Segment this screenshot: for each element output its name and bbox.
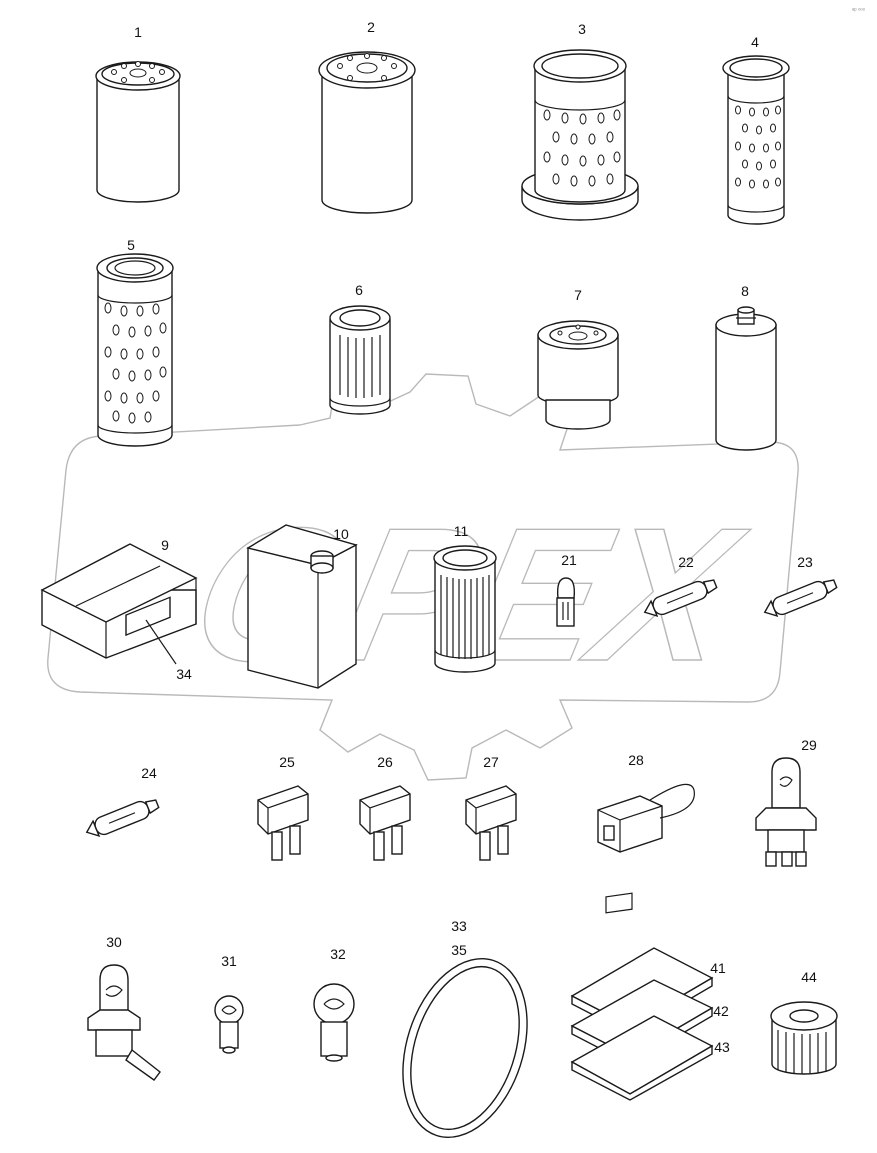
part-1-spin-on-filter: [95, 61, 181, 203]
part-23-festoon-bulb: [763, 579, 838, 617]
part-25-blade-fuse: [257, 785, 309, 861]
callout-4: 4: [751, 34, 759, 50]
callout-31: 31: [221, 953, 237, 969]
part-27-blade-fuse: [465, 785, 517, 861]
callout-35: 35: [451, 942, 467, 958]
part-9-box: [40, 543, 198, 659]
callout-labels: 1 2 3 4 5 6 7 8 9 10 11 21 22 23 34 24 2…: [106, 19, 817, 1055]
callout-44: 44: [801, 969, 817, 985]
part-2-spin-on-filter: [318, 51, 416, 214]
part-22-festoon-bulb: [643, 579, 718, 617]
part-26-blade-fuse: [359, 785, 411, 861]
callout-25: 25: [279, 754, 295, 770]
part-10-container: [246, 524, 358, 689]
part-8-breather-canister: [715, 306, 777, 451]
part-5-perforated-cartridge: [96, 253, 174, 447]
callout-34-leader: [145, 619, 177, 665]
callout-8: 8: [741, 283, 749, 299]
callout-21: 21: [561, 552, 577, 568]
callout-6: 6: [355, 282, 363, 298]
callout-26: 26: [377, 754, 393, 770]
part-33-drive-belt: [402, 957, 528, 1139]
callout-23: 23: [797, 554, 813, 570]
part-3-perforations: [543, 109, 621, 187]
part-5-perforations: [104, 302, 167, 424]
callout-30: 30: [106, 934, 122, 950]
callout-2: 2: [367, 19, 375, 35]
callout-29: 29: [801, 737, 817, 753]
callout-28: 28: [628, 752, 644, 768]
watermark-gear-outline: [47, 373, 799, 781]
callout-10: 10: [333, 526, 349, 542]
part-24-festoon-bulb: [85, 799, 160, 837]
part-44-filter-element: [770, 1001, 838, 1075]
part-6-pleated-element: [329, 305, 391, 415]
callout-7: 7: [574, 287, 582, 303]
callout-3: 3: [578, 21, 586, 37]
part-31-bayonet-bulb: [214, 995, 244, 1054]
callout-24: 24: [141, 765, 157, 781]
part-11-pleated-element: [433, 545, 497, 673]
part-3-perforated-cartridge: [521, 49, 639, 221]
callout-32: 32: [330, 946, 346, 962]
part-28-connector: [597, 783, 695, 853]
callout-11: 11: [454, 523, 469, 539]
callout-33: 33: [451, 918, 467, 934]
part-7-fuel-filter: [537, 320, 619, 430]
part-43-manual: [570, 1015, 714, 1101]
callout-43: 43: [714, 1039, 730, 1055]
part-29-halogen-bulb: [755, 757, 817, 867]
callout-42: 42: [713, 1003, 729, 1019]
part-4-perforations: [735, 105, 781, 189]
part-30-halogen-bulb: [87, 964, 161, 1081]
callout-9: 9: [161, 537, 169, 553]
callout-34: 34: [176, 666, 192, 682]
callout-1: 1: [134, 24, 142, 40]
callout-27: 27: [483, 754, 499, 770]
part-34-label-area: [125, 596, 171, 637]
part-32-bayonet-bulb: [313, 983, 355, 1062]
callout-22: 22: [678, 554, 694, 570]
callout-41: 41: [710, 960, 726, 976]
callout-5: 5: [127, 237, 135, 253]
corner-mark: ᵃᵖ ᵒᵒᵒ: [852, 8, 866, 14]
part-21-wedge-bulb: [556, 577, 576, 627]
part-4-perforated-cartridge: [722, 55, 790, 225]
